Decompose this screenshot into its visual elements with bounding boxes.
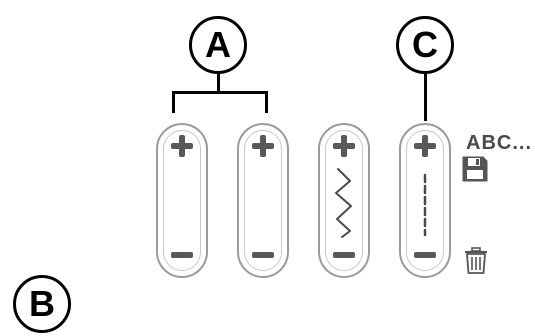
callout-a-bracket-left — [172, 91, 175, 113]
memory-slot-4[interactable] — [399, 123, 451, 278]
callout-a-stem — [217, 73, 220, 93]
plus-button[interactable] — [333, 135, 355, 157]
callout-c-stem — [424, 73, 427, 121]
slot-frame — [244, 130, 282, 271]
callout-c: C — [396, 16, 454, 74]
callout-a-bracket-right — [265, 91, 268, 113]
slot-frame — [163, 130, 201, 271]
floppy-disk-icon[interactable] — [461, 155, 489, 183]
trash-icon[interactable] — [463, 247, 489, 275]
callout-a-bracket — [172, 91, 268, 94]
plus-button[interactable] — [414, 135, 436, 157]
memory-slot-1[interactable] — [156, 123, 208, 278]
plus-button[interactable] — [171, 135, 193, 157]
zigzag-stitch-icon — [335, 168, 352, 238]
straight-stitch-icon — [423, 173, 427, 237]
plus-button[interactable] — [252, 135, 274, 157]
memory-slot-2[interactable] — [237, 123, 289, 278]
slot-frame — [325, 130, 363, 271]
memory-slot-3[interactable] — [318, 123, 370, 278]
callout-a: A — [189, 16, 247, 74]
minus-button[interactable] — [252, 244, 274, 266]
slot-frame — [406, 130, 444, 271]
callout-b: B — [13, 275, 71, 333]
minus-button[interactable] — [333, 244, 355, 266]
minus-button[interactable] — [414, 244, 436, 266]
minus-button[interactable] — [171, 244, 193, 266]
rename-button[interactable]: ABC... — [466, 132, 532, 154]
